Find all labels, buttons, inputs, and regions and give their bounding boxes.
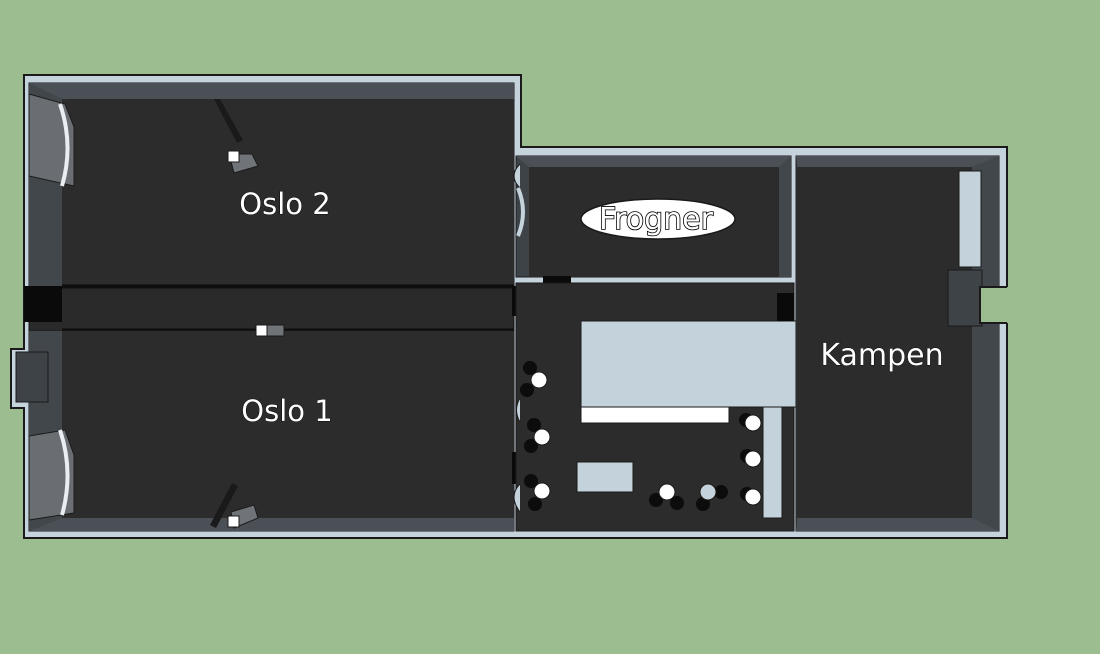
partition-corridor	[28, 287, 515, 332]
wall-notch	[980, 287, 1010, 323]
wall-niche	[947, 269, 983, 327]
room-frogner[interactable]: Frogner	[515, 155, 792, 284]
meeting-table	[580, 198, 736, 240]
room-label-frogner: Frogner	[599, 202, 714, 237]
chair-group	[524, 418, 551, 453]
chair-icon	[530, 371, 548, 389]
chair-icon	[524, 439, 538, 453]
door-icon	[24, 286, 62, 322]
chair-icon	[533, 482, 551, 500]
chair-group	[696, 483, 728, 511]
wall-screen-icon	[28, 429, 75, 521]
projector-icon	[255, 324, 285, 337]
wall-screen-icon	[28, 93, 75, 187]
door-icon	[777, 293, 794, 321]
counter	[580, 320, 798, 408]
door-icon	[513, 483, 521, 513]
chair-group	[520, 361, 548, 397]
chair-icon	[528, 497, 542, 511]
room-kampen[interactable]: Kampen	[795, 155, 1000, 532]
counter-edge	[580, 406, 730, 424]
chair-icon	[670, 496, 684, 510]
chair-icon	[696, 497, 710, 511]
room-label-oslo-2: Oslo 2	[239, 187, 330, 221]
chair-icon	[533, 428, 551, 446]
chair-icon	[524, 474, 538, 488]
chair-group	[739, 413, 762, 506]
chair-icon	[699, 483, 717, 501]
projector-icon	[210, 483, 259, 529]
chair-icon	[744, 414, 762, 432]
chair-icon	[649, 493, 663, 507]
door-icon	[516, 397, 521, 423]
chair-icon	[744, 488, 762, 506]
chair-icon	[520, 383, 534, 397]
room-oslo-2[interactable]: Oslo 2	[28, 82, 515, 289]
bench	[762, 406, 783, 519]
chair-group	[649, 483, 684, 510]
door-icon	[543, 276, 571, 284]
room-label-kampen: Kampen	[820, 338, 943, 373]
projector-icon	[214, 99, 259, 174]
chair-icon	[744, 450, 762, 468]
shelf	[958, 170, 982, 268]
room-label-oslo-1: Oslo 1	[241, 394, 332, 428]
table-icon	[576, 461, 634, 493]
chair-group	[524, 474, 551, 511]
chair-icon	[523, 361, 537, 375]
door-icon	[513, 163, 525, 237]
chair-icon	[658, 483, 676, 501]
chair-icon	[527, 418, 541, 432]
room-oslo-1[interactable]: Oslo 1	[28, 330, 515, 532]
wall-niche	[15, 351, 49, 403]
chair-icon	[714, 485, 728, 499]
